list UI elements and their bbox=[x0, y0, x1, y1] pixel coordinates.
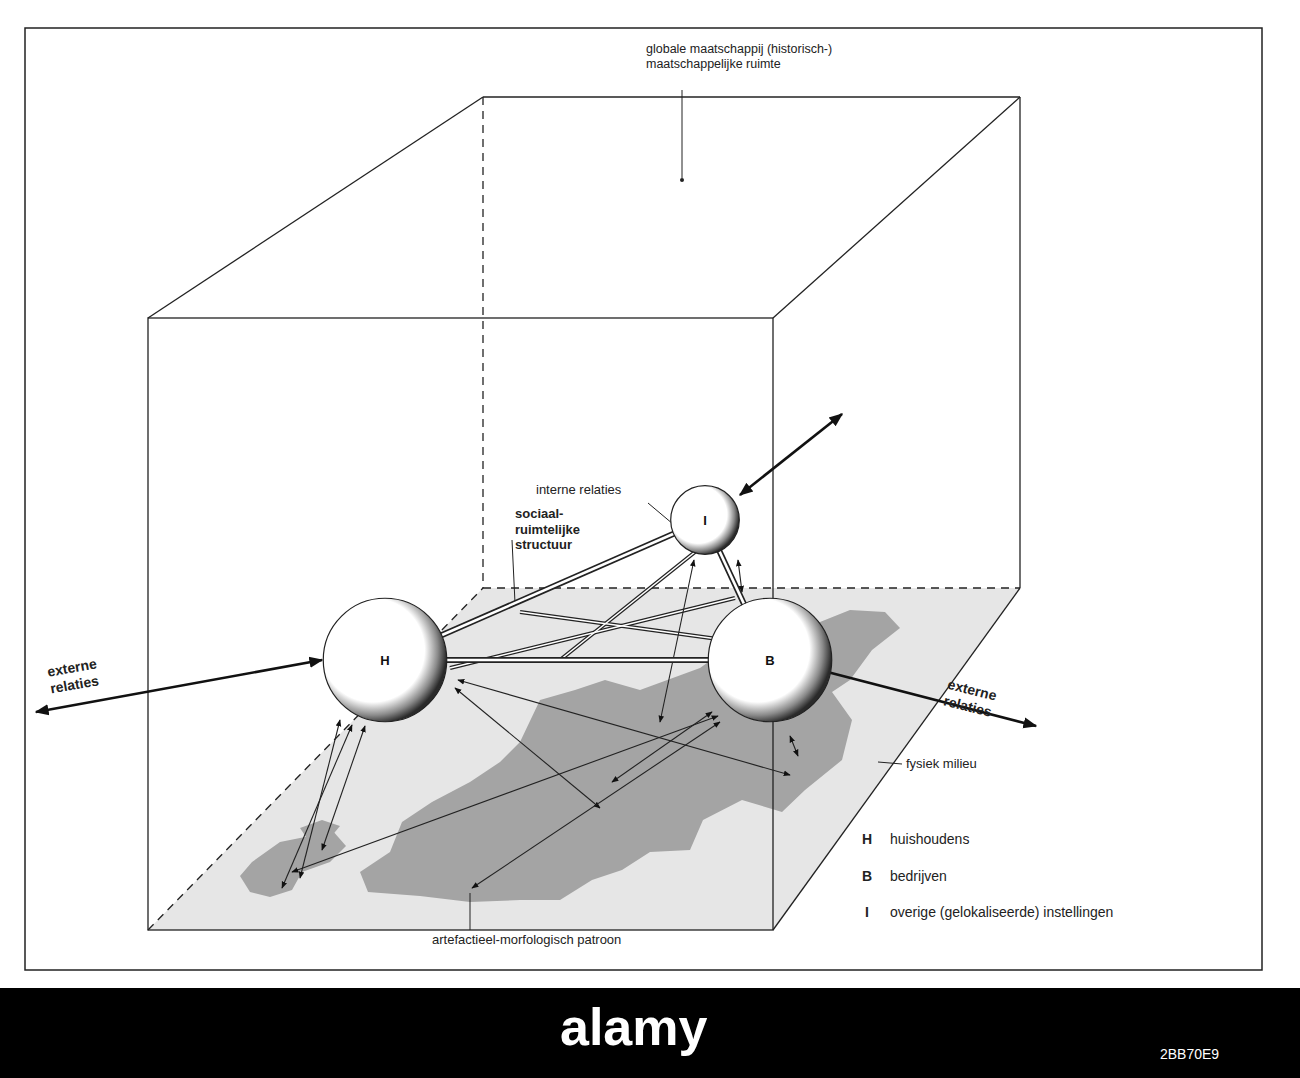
legend-key: I bbox=[865, 904, 869, 921]
callout-label: externe relaties bbox=[942, 676, 1020, 726]
node-letter: B bbox=[765, 653, 774, 668]
watermark: 2BB70E9 bbox=[1160, 1046, 1219, 1063]
callout-label: sociaal- ruimtelijke structuur bbox=[515, 506, 597, 553]
callout-label: artefactieel-morfologisch patroon bbox=[432, 932, 621, 948]
connector-outline bbox=[719, 550, 744, 605]
external-arrows bbox=[36, 414, 1036, 726]
cube bbox=[148, 97, 1020, 930]
sphere-node: B bbox=[707, 597, 833, 723]
relation-arrows bbox=[282, 560, 798, 888]
sphere-node: H bbox=[322, 597, 448, 723]
connector-inner bbox=[446, 659, 709, 662]
legend-text: bedrijven bbox=[890, 868, 947, 885]
leader-lines bbox=[470, 90, 902, 930]
sphere-node: I bbox=[670, 485, 740, 555]
legend-key: H bbox=[862, 831, 872, 848]
structure-connector bbox=[719, 550, 744, 605]
connector-outline bbox=[446, 657, 709, 663]
node-letter: I bbox=[703, 513, 707, 528]
frame bbox=[25, 28, 1262, 970]
callout-label: interne relaties bbox=[536, 482, 621, 498]
legend-text: overige (gelokaliseerde) instellingen bbox=[890, 904, 1113, 921]
leader-dot bbox=[680, 178, 684, 182]
legend-key: B bbox=[862, 868, 872, 885]
legend-text: huishoudens bbox=[890, 831, 969, 848]
watermark: alamy bbox=[560, 996, 707, 1058]
connector-inner bbox=[719, 550, 744, 605]
callout-label: globale maatschappij (historisch-) maats… bbox=[646, 42, 896, 72]
watermark-bar bbox=[0, 988, 1300, 1078]
structure-connector bbox=[446, 660, 709, 661]
callout-label: externe relaties bbox=[46, 651, 123, 697]
callout-label: fysiek milieu bbox=[906, 756, 977, 772]
node-letter: H bbox=[380, 653, 389, 668]
